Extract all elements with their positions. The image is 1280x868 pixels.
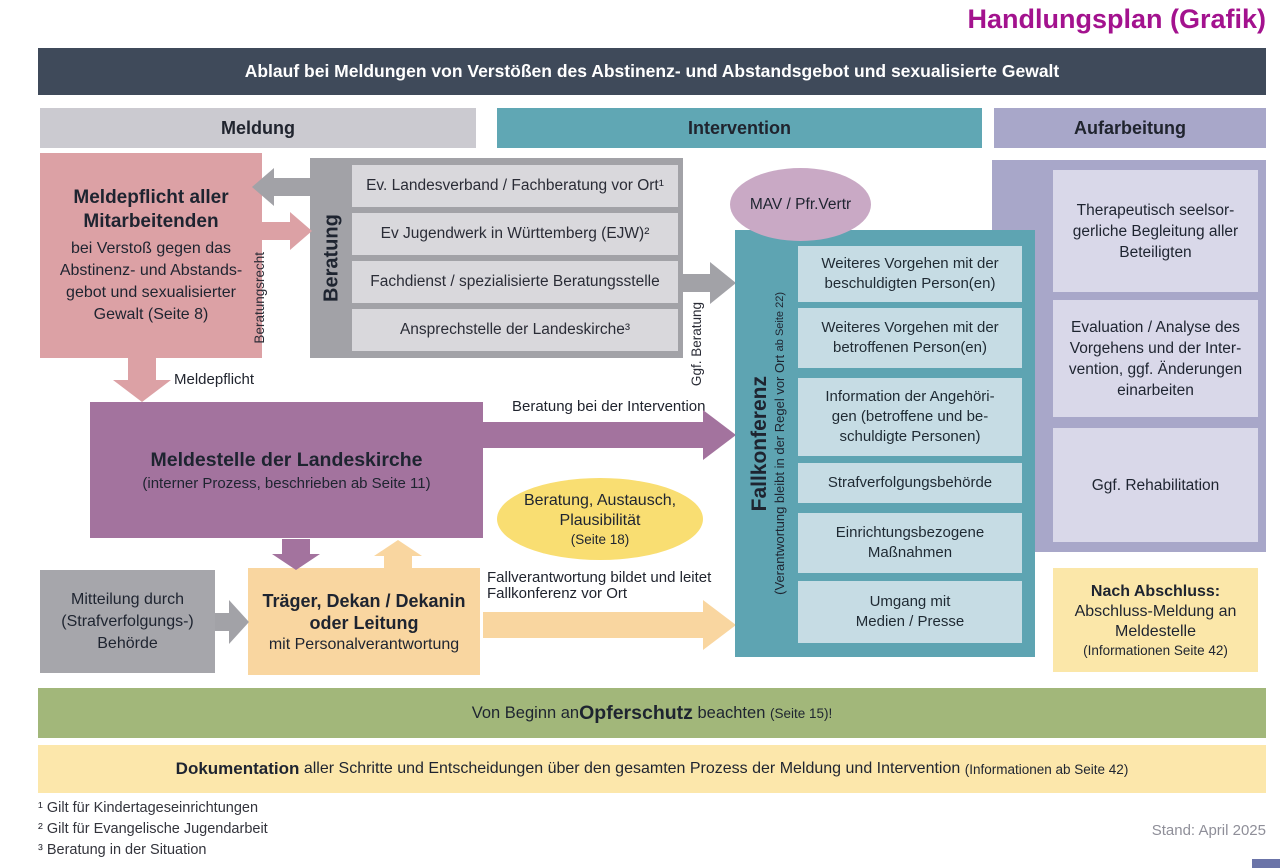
label-beratung-intervention: Beratung bei der Intervention xyxy=(512,398,706,415)
opferschutz-page: (Seite 15)! xyxy=(769,705,833,721)
meldepflicht-box-body: bei Verstoß gegen das Abstinenz- und Abs… xyxy=(59,239,243,323)
label-beratungsrecht: Beratungsrecht xyxy=(251,252,267,344)
dokumentation-info: (Informationen ab Seite 42) xyxy=(964,761,1129,777)
arrow-meldestelle-to-fallkonferenz xyxy=(483,410,736,460)
opferschutz-suffix: beachten xyxy=(692,703,770,722)
beratung-item: Ev Jugendwerk in Württemberg (EJW)² xyxy=(352,213,678,255)
fallkonferenz-item: Weiteres Vorgehen mit der betroffenen Pe… xyxy=(798,308,1022,368)
footnote: ³ Beratung in der Situation xyxy=(38,842,207,858)
aufarbeitung-panel: Therapeutisch seelsor- gerliche Begleitu… xyxy=(992,160,1266,552)
fallkonferenz-item: Einrichtungsbezogene Maßnahmen xyxy=(798,513,1022,573)
corner-mark xyxy=(1252,859,1280,868)
nach-abschluss-title: Nach Abschluss: xyxy=(1090,582,1221,600)
opferschutz-prefix: Von Beginn an xyxy=(471,703,580,722)
column-header-aufarbeitung: Aufarbeitung xyxy=(994,108,1266,148)
traeger-box: Träger, Dekan / Dekanin oder Leitung mit… xyxy=(248,568,480,675)
fallkonferenz-item: Weiteres Vorgehen mit der beschuldigten … xyxy=(798,246,1022,302)
arrow-beratung-to-meldepflicht xyxy=(252,168,312,206)
aufarbeitung-item: Ggf. Rehabilitation xyxy=(1053,428,1258,542)
aufarbeitung-item: Evaluation / Analyse des Vorgehens und d… xyxy=(1053,300,1258,417)
meldepflicht-box: Meldepflicht aller Mitarbeitenden bei Ve… xyxy=(40,153,262,358)
stand-label: Stand: April 2025 xyxy=(1151,822,1266,839)
meldestelle-box: Meldestelle der Landeskirche (interner P… xyxy=(90,402,483,538)
beratung-panel-label: Beratung xyxy=(320,214,343,302)
beratung-item: Fachdienst / spezialisierte Beratungsste… xyxy=(352,261,678,303)
meldestelle-box-title: Meldestelle der Landeskirche xyxy=(150,448,423,471)
plausibilitaet-page: (Seite 18) xyxy=(570,531,630,547)
dokumentation-bold: Dokumentation xyxy=(175,759,300,778)
plausibilitaet-line2: Plausibilität xyxy=(559,511,641,529)
beratung-item: Ev. Landesverband / Fachberatung vor Ort… xyxy=(352,165,678,207)
meldestelle-box-subtitle: (interner Prozess, beschrieben ab Seite … xyxy=(142,474,431,492)
fallkonferenz-title: Fallkonferenz xyxy=(747,375,771,512)
arrow-traeger-to-meldestelle xyxy=(374,540,422,570)
column-header-meldung: Meldung xyxy=(40,108,476,148)
arrow-traeger-to-fallkonferenz xyxy=(483,600,736,650)
fallkonferenz-item: Strafverfolgungsbehörde xyxy=(798,463,1022,503)
traeger-box-title: Träger, Dekan / Dekanin oder Leitung xyxy=(262,590,466,633)
arrow-beratung-to-fallkonferenz xyxy=(683,262,736,304)
column-header-intervention: Intervention xyxy=(497,108,982,148)
label-ggf-beratung: Ggf. Beratung xyxy=(688,301,704,387)
label-meldepflicht: Meldepflicht xyxy=(174,371,255,388)
fallkonferenz-subtitle-small: ab Seite 22) xyxy=(773,292,786,352)
page-title: Handlungsplan (Grafik) xyxy=(967,4,1266,34)
beratung-item: Ansprechstelle der Landeskirche³ xyxy=(352,309,678,351)
fallkonferenz-subtitle: (Verantwortung bleibt in der Regel vor O… xyxy=(771,351,787,595)
beratung-panel: Beratung Ev. Landesverband / Fachberatun… xyxy=(310,158,683,358)
banner-title: Ablauf bei Meldungen von Verstößen des A… xyxy=(38,48,1266,95)
nach-abschluss-info: (Informationen Seite 42) xyxy=(1083,642,1228,658)
fallkonferenz-item: Information der Angehöri- gen (betroffen… xyxy=(798,378,1022,456)
dokumentation-text: aller Schritte und Entscheidungen über d… xyxy=(299,760,965,777)
opferschutz-bold: Opferschutz xyxy=(579,701,693,724)
aufarbeitung-item: Therapeutisch seelsor- gerliche Begleitu… xyxy=(1053,170,1258,292)
opferschutz-bar: Von Beginn an Opferschutz beachten (Seit… xyxy=(38,688,1266,738)
traeger-box-subtitle: mit Personalverantwortung xyxy=(268,635,460,653)
plausibilitaet-line1: Beratung, Austausch, xyxy=(523,491,677,509)
arrow-meldepflicht-to-beratung xyxy=(250,212,312,250)
arrow-meldestelle-to-traeger xyxy=(272,539,320,570)
fallkonferenz-title-group: Fallkonferenz (Verantwortung bleibt in d… xyxy=(735,230,799,657)
arrow-mitteilung-to-traeger xyxy=(215,600,249,644)
nach-abschluss-box: Nach Abschluss: Abschluss-Meldung an Mel… xyxy=(1053,568,1258,672)
meldepflicht-box-title: Meldepflicht aller Mitarbeitenden xyxy=(73,186,229,232)
mitteilung-box: Mitteilung durch (Strafverfolgungs-) Beh… xyxy=(40,570,215,673)
dokumentation-bar: Dokumentation aller Schritte und Entsche… xyxy=(38,745,1266,793)
nach-abschluss-body: Abschluss-Meldung an Meldestelle xyxy=(1074,602,1237,640)
footnotes: ¹ Gilt für Kindertageseinrichtungen ² Gi… xyxy=(38,798,268,861)
ellipse-plausibilitaet: Beratung, Austausch, Plausibilität (Seit… xyxy=(497,478,703,560)
footnote: ¹ Gilt für Kindertageseinrichtungen xyxy=(38,800,259,816)
ellipse-mav: MAV / Pfr.Vertr xyxy=(730,168,871,241)
arrow-meldepflicht-down xyxy=(113,358,171,402)
fallkonferenz-item: Umgang mit Medien / Presse xyxy=(798,581,1022,643)
footnote: ² Gilt für Evangelische Jugendarbeit xyxy=(38,821,268,837)
fallkonferenz-panel: Fallkonferenz (Verantwortung bleibt in d… xyxy=(735,230,1035,657)
label-fallverantwortung: Fallverantwortung bildet und leitet Fall… xyxy=(487,569,712,602)
